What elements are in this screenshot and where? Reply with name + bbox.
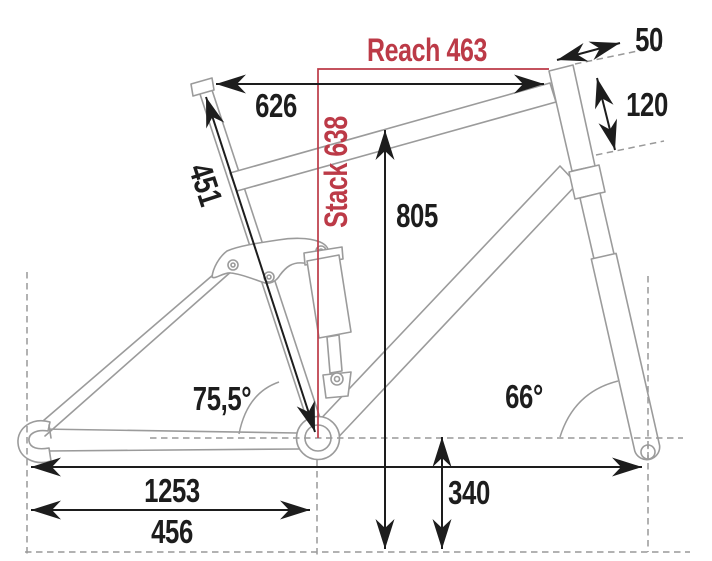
seat-stay-upper-line	[35, 261, 229, 428]
rear-dropout	[17, 420, 52, 464]
seat-angle-label: 75,5°	[193, 381, 251, 418]
fork-lower-leg	[590, 252, 661, 461]
reach-label: Reach 463	[367, 33, 487, 69]
head-tube	[548, 64, 596, 172]
chainstay-456-label: 456	[151, 514, 193, 551]
dimension-lines	[31, 41, 642, 549]
dimension-line-50	[556, 41, 621, 62]
head-angle-arc	[559, 380, 619, 438]
shock-shaft	[326, 334, 343, 374]
shock-clevis-inner	[333, 375, 341, 383]
angle-arcs	[238, 380, 619, 438]
rocker-pivot-main-inner	[266, 274, 272, 280]
seat-stay-lower-line	[44, 269, 234, 437]
stack-reach-bracket	[317, 68, 549, 438]
stack-reach-lines	[317, 68, 549, 438]
head-tube-bottom-dashed-line	[595, 140, 665, 156]
offset-50-label: 50	[635, 22, 663, 59]
head-angle-label: 66°	[505, 379, 543, 416]
reference-lines	[25, 45, 690, 557]
rocker-pivot-left-inner	[230, 262, 236, 268]
fork-crown	[568, 164, 606, 200]
seat-post-head	[190, 77, 215, 97]
bb-height-340-label: 340	[448, 475, 490, 512]
seat-tube-451-label: 451	[181, 159, 229, 210]
stack-label: Stack 638	[319, 116, 355, 228]
fork-stanchion	[579, 192, 615, 260]
head-tube-120-label: 120	[626, 87, 668, 124]
dimension-line-120	[595, 77, 617, 151]
shock-body	[306, 254, 352, 339]
chainstay-top-line	[39, 428, 298, 434]
wheelbase-1253-label: 1253	[144, 473, 200, 510]
top-tube-626-label: 626	[255, 88, 297, 125]
chainstay-bottom-line	[46, 448, 300, 452]
dimension-labels: Reach 463 Stack 638 626 50 120 451 805 7…	[144, 22, 668, 551]
standover-805-label: 805	[396, 198, 438, 235]
dropout-bridge-line	[48, 424, 52, 439]
dimension-line-451	[205, 96, 316, 433]
